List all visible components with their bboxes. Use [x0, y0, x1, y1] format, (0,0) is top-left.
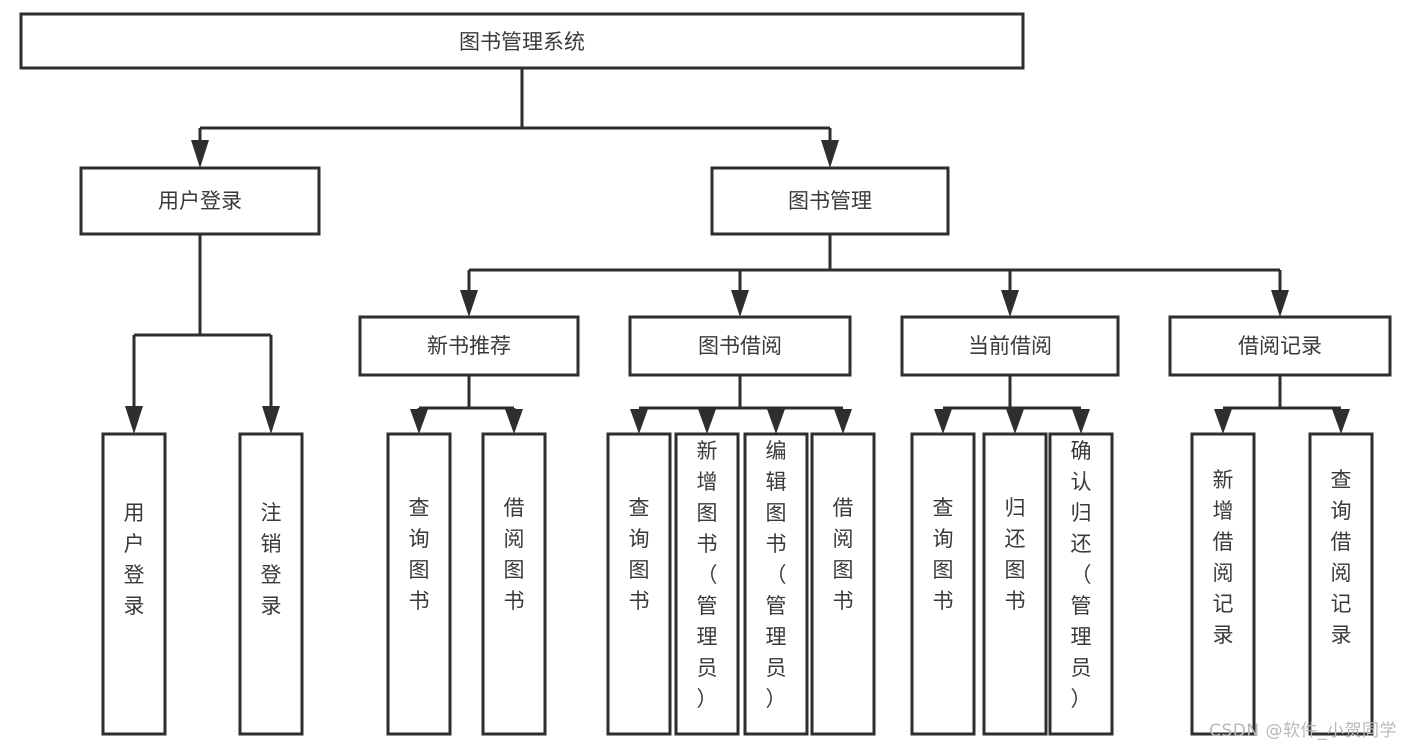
node-current-borrow-label: 当前借阅: [968, 334, 1052, 358]
arrowhead-borrow-books-b: [834, 409, 852, 434]
node-l4-query-books-c-box[interactable]: [910, 432, 976, 736]
node-l4-confirm-return[interactable]: 确认归还（管理员）: [1048, 432, 1114, 736]
arrowhead-l4-user-login: [125, 406, 143, 434]
arrowhead-query-books-a: [410, 409, 428, 434]
node-l4-query-record-label: 查询借阅记录: [1331, 468, 1352, 647]
node-new-book-rec-label: 新书推荐: [427, 334, 511, 358]
node-root-label: 图书管理系统: [459, 30, 585, 54]
node-l4-query-books-b-box[interactable]: [606, 432, 672, 736]
node-l4-user-login-box[interactable]: [101, 432, 167, 736]
node-l4-borrow-books-a-box[interactable]: [481, 432, 547, 736]
node-l4-add-book-label: 新增图书（管理员）: [697, 439, 718, 711]
node-l4-query-record[interactable]: 查询借阅记录: [1308, 432, 1374, 736]
node-l4-return-book[interactable]: 归还图书: [982, 432, 1048, 736]
arrowhead-return-book: [1006, 409, 1024, 434]
node-l4-query-books-a[interactable]: 查询图书: [386, 432, 452, 736]
arrowhead-new-book-rec: [460, 290, 478, 317]
node-root[interactable]: 图书管理系统: [19, 12, 1025, 70]
node-l4-query-books-c-label: 查询图书: [933, 496, 954, 613]
node-l4-edit-book-label: 编辑图书（管理员）: [766, 439, 787, 711]
node-l4-edit-book-box[interactable]: [743, 432, 809, 736]
node-book-manage[interactable]: 图书管理: [710, 166, 950, 236]
node-book-borrow-label: 图书借阅: [698, 334, 782, 358]
arrowhead-confirm-return: [1072, 409, 1090, 434]
node-l4-query-books-a-label: 查询图书: [409, 496, 430, 613]
node-root-box[interactable]: [19, 12, 1025, 70]
arrowhead-add-book: [698, 409, 716, 434]
node-l4-query-books-c[interactable]: 查询图书: [910, 432, 976, 736]
node-user-login-box[interactable]: [79, 166, 321, 236]
node-l4-add-record-label: 新增借阅记录: [1213, 468, 1234, 647]
arrowhead-borrow-record: [1271, 290, 1289, 317]
arrowhead-current-borrow: [1001, 290, 1019, 317]
node-l4-return-book-label: 归还图书: [1005, 496, 1026, 613]
arrowhead-query-record: [1332, 409, 1350, 434]
node-user-login-label: 用户登录: [158, 189, 242, 213]
node-l4-logout-box[interactable]: [238, 432, 304, 736]
node-new-book-rec-box[interactable]: [358, 315, 580, 377]
arrowhead-add-record: [1214, 409, 1232, 434]
node-l4-query-books-b-label: 查询图书: [629, 496, 650, 613]
node-current-borrow-box[interactable]: [900, 315, 1120, 377]
node-l4-borrow-books-b-box[interactable]: [810, 432, 876, 736]
node-l4-add-book-box[interactable]: [674, 432, 740, 736]
arrowhead-l4-logout: [262, 406, 280, 434]
node-l4-query-books-a-box[interactable]: [386, 432, 452, 736]
node-l4-user-login-label: 用户登录: [124, 501, 145, 618]
node-l4-add-book[interactable]: 新增图书（管理员）: [674, 432, 740, 736]
arrowhead-borrow-books-a: [505, 409, 523, 434]
node-borrow-record-label: 借阅记录: [1238, 334, 1322, 358]
node-borrow-record-box[interactable]: [1168, 315, 1392, 377]
node-book-manage-box[interactable]: [710, 166, 950, 236]
node-l4-logout[interactable]: 注销登录: [238, 432, 304, 736]
arrowhead-book-manage: [821, 140, 839, 168]
node-new-book-rec[interactable]: 新书推荐: [358, 315, 580, 377]
node-l4-user-login[interactable]: 用户登录: [101, 432, 167, 736]
node-l4-confirm-return-label: 确认归还（管理员）: [1071, 439, 1092, 711]
node-l4-borrow-books-a-label: 借阅图书: [504, 496, 525, 613]
node-l4-edit-book[interactable]: 编辑图书（管理员）: [743, 432, 809, 736]
arrowhead-edit-book: [767, 409, 785, 434]
node-borrow-record[interactable]: 借阅记录: [1168, 315, 1392, 377]
csdn-watermark: CSDN @软件_小贺同学: [1209, 721, 1397, 741]
node-l4-confirm-return-box[interactable]: [1048, 432, 1114, 736]
node-l4-logout-label: 注销登录: [261, 501, 282, 618]
node-book-borrow-box[interactable]: [628, 315, 852, 377]
node-current-borrow[interactable]: 当前借阅: [900, 315, 1120, 377]
node-l4-query-books-b[interactable]: 查询图书: [606, 432, 672, 736]
arrowhead-query-books-c: [934, 409, 952, 434]
arrowhead-query-books-b: [630, 409, 648, 434]
node-l4-query-record-box[interactable]: [1308, 432, 1374, 736]
node-book-borrow[interactable]: 图书借阅: [628, 315, 852, 377]
arrowhead-book-borrow: [731, 290, 749, 317]
node-l4-return-book-box[interactable]: [982, 432, 1048, 736]
node-layer: 图书管理系统 用户登录 图书管理 新书推荐 图书借阅: [19, 12, 1392, 736]
arrowhead-user-login: [191, 140, 209, 168]
node-user-login[interactable]: 用户登录: [79, 166, 321, 236]
node-l4-add-record[interactable]: 新增借阅记录: [1190, 432, 1256, 736]
node-l4-borrow-books-a[interactable]: 借阅图书: [481, 432, 547, 736]
node-l4-borrow-books-b-label: 借阅图书: [833, 496, 854, 613]
edge-layer: [125, 68, 1350, 434]
node-book-manage-label: 图书管理: [788, 189, 872, 213]
node-l4-add-record-box[interactable]: [1190, 432, 1256, 736]
node-l4-borrow-books-b[interactable]: 借阅图书: [810, 432, 876, 736]
